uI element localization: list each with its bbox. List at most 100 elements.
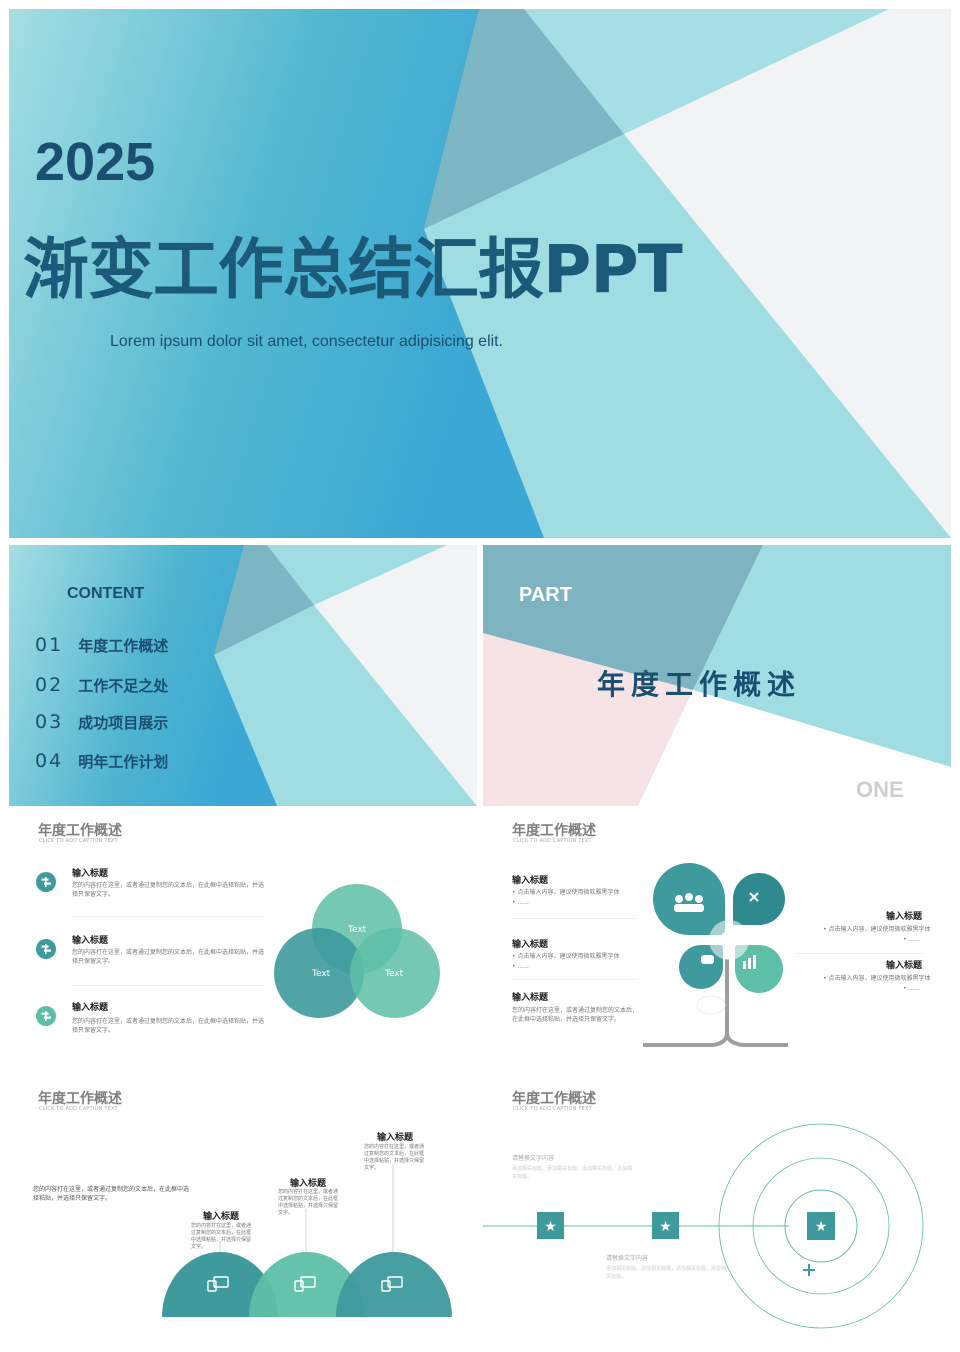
domes-graphic	[162, 1164, 452, 1317]
leaf-bottom-right	[735, 945, 783, 993]
tree-graphic	[643, 863, 788, 1047]
slide-title: 年度工作概述	[38, 823, 122, 839]
divider	[512, 979, 637, 980]
item-text: 您的内容打在这里，或者通过复制您的文本后，在此框中选择粘贴，并选择只保留文字。	[72, 882, 265, 898]
content-item-1[interactable]: 01 年度工作概述	[35, 634, 168, 656]
item-title: 输入标题	[885, 912, 922, 922]
overview-timeline-slide: 年度工作概述 CLICK TO ADD CAPTION TEXT 请替换文字内容…	[483, 1081, 951, 1343]
bullet-text: 点击输入内容，建议使用微软雅黑字体	[828, 975, 931, 982]
content-item-4[interactable]: 04 明年工作计划	[35, 750, 168, 772]
item-title: 输入标题	[512, 876, 549, 886]
part-title: 年度工作概述	[597, 668, 802, 701]
divider	[795, 953, 923, 954]
milestone-target	[807, 1212, 835, 1240]
content-slide: CONTENT 01 年度工作概述 02 工作不足之处 03 成功项目展示 04…	[9, 545, 477, 806]
divider	[512, 918, 637, 919]
venn-label-top: Text	[348, 925, 367, 935]
venn-label-right: Text	[385, 969, 404, 979]
bullet-text: ......	[908, 936, 920, 943]
label-text: 您的内容打在这里，或者通过复制您的文本后，在此框中选择粘贴，并选择只保留文字。	[364, 1144, 425, 1171]
bullet: • 点击输入内容，建议使用微软雅黑字体	[823, 975, 931, 982]
bullet: • 点击输入内容，建议使用微软雅黑字体	[512, 953, 620, 960]
divider	[72, 916, 264, 917]
slide-caption: CLICK TO ADD CAPTION TEXT	[39, 838, 118, 844]
cover-subtitle: Lorem ipsum dolor sit amet, consectetur …	[110, 333, 504, 350]
content-background	[9, 545, 477, 806]
leaf-top-right	[733, 873, 785, 925]
venn-circle-right	[350, 928, 440, 1018]
item-title: 输入标题	[885, 961, 922, 971]
content-item-label: 年度工作概述	[78, 637, 169, 655]
item-title: 输入标题	[512, 940, 549, 950]
bullet-text: 点击输入内容，建议使用微软雅黑字体	[517, 953, 620, 960]
slide-title: 年度工作概述	[512, 1091, 596, 1107]
label-title: 输入标题	[377, 1133, 414, 1143]
label-title: 输入标题	[203, 1212, 240, 1222]
slide-title: 年度工作概述	[38, 1091, 122, 1107]
bullet-text: ......	[517, 899, 529, 906]
slide-caption: CLICK TO ADD CAPTION TEXT	[513, 1106, 592, 1112]
overview-domes-slide: 年度工作概述 CLICK TO ADD CAPTION TEXT 您的内容打在这…	[9, 1081, 477, 1343]
dome-left	[162, 1252, 278, 1317]
block-text: 添加相关标题，添加相关标题，添加相关标题，添加相关标题。	[606, 1266, 727, 1280]
part-slide: PART 年度工作概述 ONE	[483, 545, 951, 806]
item-title: 输入标题	[512, 993, 549, 1003]
label-text: 您的内容打在这里，或者通过复制您的文本后，在此框中选择粘贴，并选择只保留文字。	[278, 1189, 339, 1216]
bullet: • 点击输入内容，建议使用微软雅黑字体	[823, 926, 931, 933]
dome-middle	[249, 1252, 365, 1317]
timeline-graphic: ★ ★ ★	[483, 1123, 924, 1329]
intro-text: 您的内容打在这里，或者通过复制您的文本后，在此框中选择粘贴，并选择只保留文字。	[33, 1186, 190, 1202]
bullet-text: 点击输入内容，建议使用微软雅黑字体	[828, 926, 931, 933]
content-item-label: 成功项目展示	[78, 714, 169, 732]
content-item-number: 03	[35, 711, 64, 733]
star-icon: ★	[659, 1219, 672, 1235]
milestone-1	[537, 1212, 564, 1239]
bullet-text: ......	[517, 963, 529, 970]
slide-caption: CLICK TO ADD CAPTION TEXT	[513, 838, 592, 844]
bullet: • ......	[512, 899, 529, 906]
venn-diagram	[274, 884, 440, 1018]
bullet-text: 点击输入内容，建议使用微软雅黑字体	[517, 889, 620, 896]
bullet: • ......	[903, 985, 920, 992]
content-item-2[interactable]: 02 工作不足之处	[35, 674, 168, 696]
part-number: ONE	[856, 777, 904, 802]
item-text: 您的内容打在这里，或者通过复制您的文本后，在此框中选择粘贴，并选择只保留文字。	[72, 949, 265, 965]
venn-circle-left	[274, 928, 364, 1018]
signpost-icon	[36, 872, 56, 892]
part-label: PART	[519, 584, 572, 606]
content-item-label: 工作不足之处	[78, 677, 169, 695]
text-block-2: 请替换文字内容 添加相关标题，添加相关标题，添加相关标题，添加相关标题。	[606, 1253, 726, 1281]
venn-label-left: Text	[312, 969, 331, 979]
item-text: 您的内容打在这里，或者通过复制您的文本后，在此框中选择粘贴，并选择只保留文字。	[512, 1007, 639, 1023]
cover-background	[9, 9, 951, 538]
milestone-2	[652, 1212, 679, 1239]
plus-icon	[803, 1264, 815, 1276]
divider	[72, 985, 264, 986]
item-title: 输入标题	[72, 869, 109, 879]
content-heading: CONTENT	[67, 585, 145, 602]
item-text: 您的内容打在这里，或者通过复制您的文本后，在此框中选择粘贴，并选择只保留文字。	[72, 1018, 265, 1034]
bullet-text: ......	[908, 985, 920, 992]
block-text: 添加相关标题，添加相关标题，添加相关标题，添加相关标题。	[512, 1166, 633, 1180]
bullet: • ......	[903, 936, 920, 943]
content-item-number: 02	[35, 674, 64, 696]
cover-slide: 2025 渐变工作总结汇报PPT Lorem ipsum dolor sit a…	[9, 9, 951, 538]
star-icon: ★	[815, 1219, 828, 1235]
slide-caption: CLICK TO ADD CAPTION TEXT	[39, 1106, 118, 1112]
slide-title: 年度工作概述	[512, 823, 596, 839]
bullet: • ......	[512, 963, 529, 970]
overview-tree-slide: 年度工作概述 CLICK TO ADD CAPTION TEXT 输入标题 • …	[483, 813, 951, 1075]
content-item-number: 04	[35, 750, 64, 772]
cover-title: 渐变工作总结汇报PPT	[23, 231, 683, 308]
signpost-icon	[36, 939, 56, 959]
item-title: 输入标题	[72, 936, 109, 946]
item-title: 输入标题	[72, 1003, 109, 1013]
content-item-3[interactable]: 03 成功项目展示	[35, 711, 168, 733]
block-heading: 请替换文字内容	[512, 1155, 555, 1162]
block-heading: 请替换文字内容	[606, 1255, 649, 1262]
dome-right	[336, 1252, 452, 1317]
bullet: • 点击输入内容，建议使用微软雅黑字体	[512, 889, 620, 896]
part-background	[483, 545, 951, 806]
overview-list-slide: 年度工作概述 CLICK TO ADD CAPTION TEXT 输入标题 您的…	[9, 813, 477, 1075]
star-icon: ★	[544, 1219, 557, 1235]
